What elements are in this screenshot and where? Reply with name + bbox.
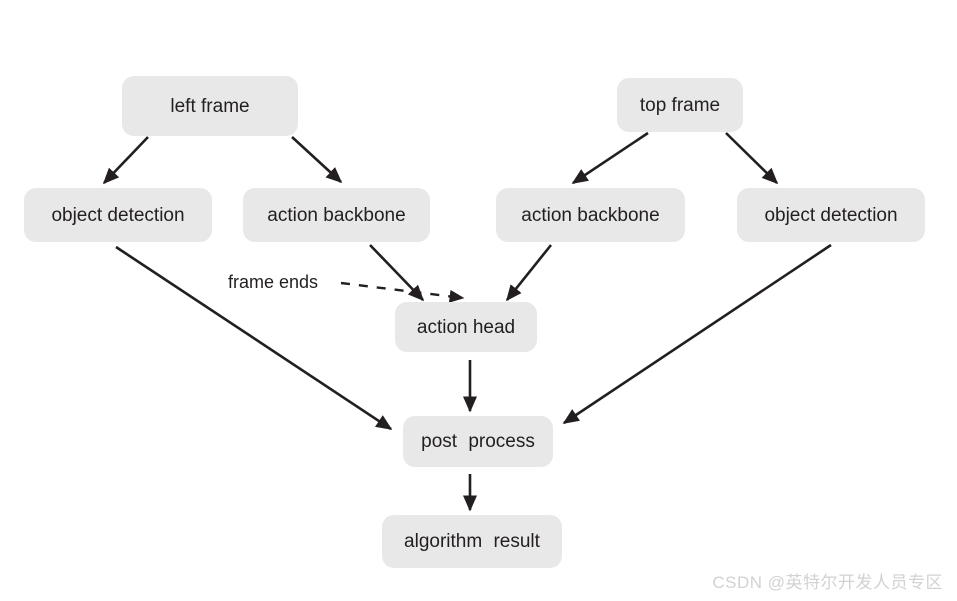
node-action_bb_right[interactable]: action backbone [496, 188, 685, 242]
edge-label-frame_ends: frame ends [228, 272, 319, 292]
edge-action_bb_right-to-action_head [505, 244, 553, 302]
node-algorithm_result[interactable]: algorithm result [382, 515, 562, 568]
edge-left_frame-to-object_det_left [102, 136, 149, 185]
node-left_frame[interactable]: left frame [122, 76, 298, 136]
edge-action_bb_left-to-action_head [369, 244, 425, 302]
edge-left_frame-to-action_bb_left [291, 136, 343, 184]
node-action_bb_left[interactable]: action backbone [243, 188, 430, 242]
node-object_det_right[interactable]: object detection [737, 188, 925, 242]
edge-top_frame-to-object_det_right [725, 132, 779, 185]
edge-object_det_right-to-post_process [562, 243, 832, 425]
node-top_frame[interactable]: top frame [617, 78, 743, 132]
node-object_det_left[interactable]: object detection [24, 188, 212, 242]
edge-top_frame-to-action_bb_right [571, 131, 649, 185]
node-post_process[interactable]: post process [403, 416, 553, 467]
csdn-watermark: CSDN @英特尔开发人员专区 [712, 573, 943, 592]
edge-frame_ends-to-action_head [340, 281, 465, 303]
node-action_head[interactable]: action head [395, 302, 537, 352]
